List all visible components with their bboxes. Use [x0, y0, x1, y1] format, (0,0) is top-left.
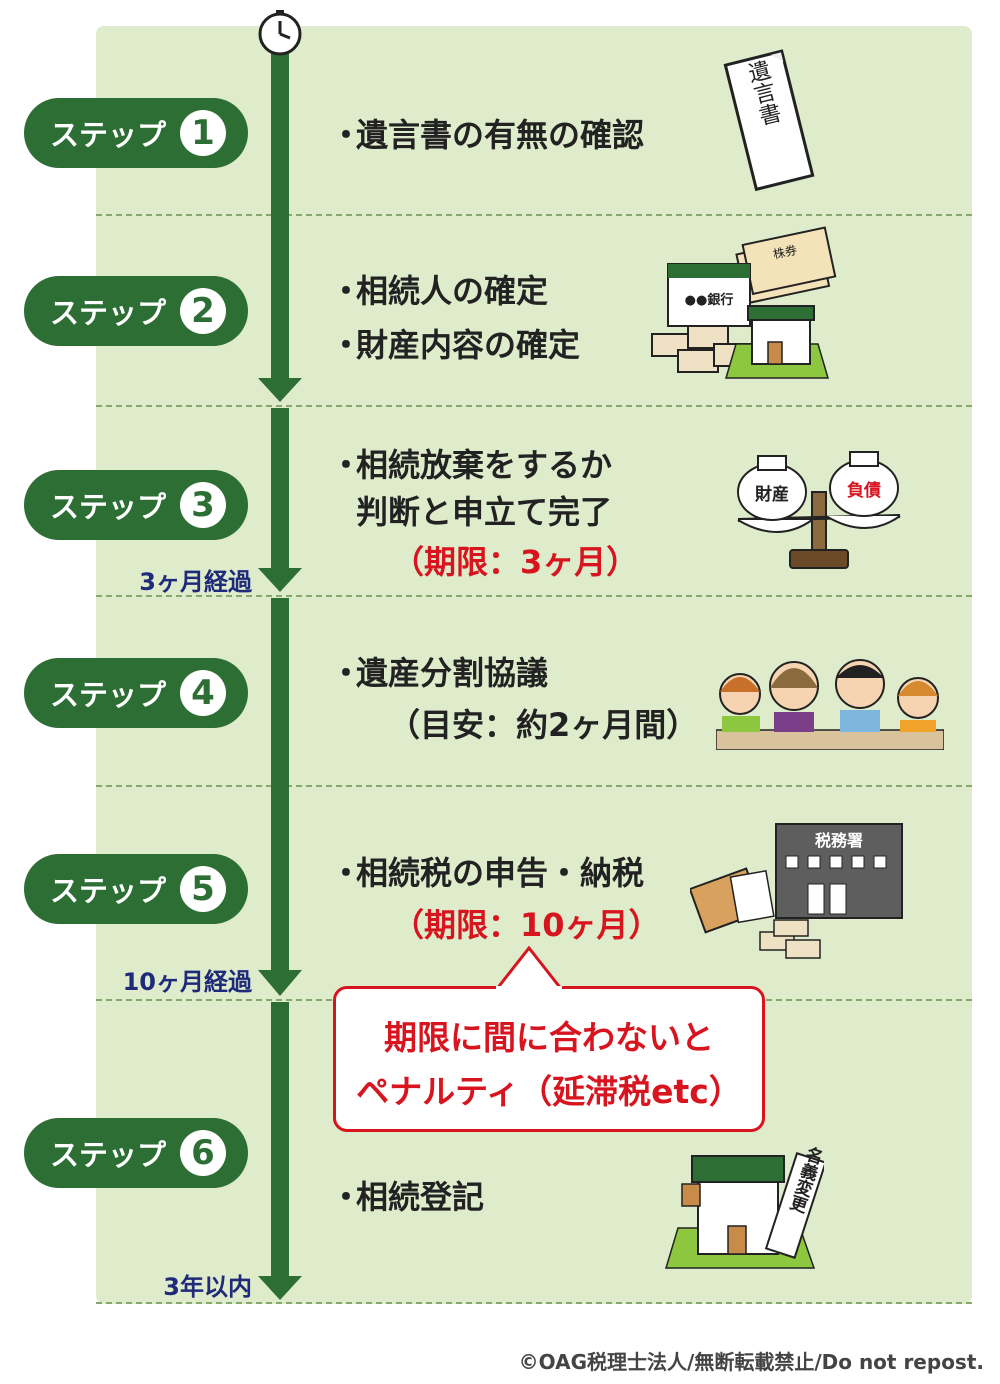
will-document-icon: 遺言書	[723, 49, 815, 192]
step-number: 3	[180, 482, 226, 528]
clock-icon	[258, 10, 302, 56]
divider	[96, 405, 972, 407]
family-meeting-icon	[716, 659, 944, 750]
step-6-item: ・相続登記	[330, 1178, 485, 1216]
step-3-deadline: （期限：3ヶ月）	[392, 543, 639, 581]
step-3-item: 判断と申立て完了	[356, 493, 613, 531]
svg-text:負債: 負債	[847, 480, 881, 501]
step-5-item: ・相続税の申告・納税	[330, 854, 645, 892]
svg-text:税務署: 税務署	[815, 831, 863, 850]
step-number: 1	[180, 110, 226, 156]
divider	[96, 214, 972, 216]
step-1-item: ・遺言書の有無の確認	[330, 116, 645, 154]
step-5-deadline: （期限：10ヶ月）	[392, 906, 661, 944]
divider	[96, 785, 972, 787]
assets-icon: 株券 ●●銀行	[651, 226, 837, 379]
divider	[96, 1302, 972, 1304]
callout-tail	[494, 945, 564, 992]
copyright-notice: ©OAG税理士法人/無断転載禁止/Do not repost.	[518, 1350, 984, 1374]
callout-line-2: ペナルティ（延滞税etc）	[356, 1072, 742, 1111]
scale-icon: 財産 負債	[737, 451, 901, 569]
step-4-estimate: （目安：約2ヶ月間）	[388, 706, 699, 744]
house-registration-icon: 名義変更	[664, 1146, 824, 1269]
svg-text:財産: 財産	[754, 484, 789, 505]
elapsed-10-months: 10ヶ月経過	[122, 968, 252, 996]
step-2-item: ・財産内容の確定	[330, 326, 581, 364]
divider	[96, 595, 972, 597]
svg-text:株券: 株券	[772, 242, 799, 262]
step-number: 4	[180, 670, 226, 716]
step-number: 5	[180, 866, 226, 912]
step-4-item: ・遺産分割協議	[330, 654, 549, 692]
elapsed-3-months: 3ヶ月経過	[139, 568, 252, 596]
tax-office-icon: 税務署	[690, 823, 903, 959]
elapsed-3-years: 3年以内	[163, 1273, 252, 1301]
step-3-item: ・相続放棄をするか	[330, 446, 613, 484]
callout-line-1: 期限に間に合わないと	[384, 1018, 714, 1057]
step-number: 6	[180, 1130, 226, 1176]
svg-text:●●銀行: ●●銀行	[685, 292, 734, 308]
step-number: 2	[180, 288, 226, 334]
step-2-item: ・相続人の確定	[330, 272, 549, 310]
penalty-callout: 期限に間に合わないと ペナルティ（延滞税etc）	[333, 986, 765, 1132]
